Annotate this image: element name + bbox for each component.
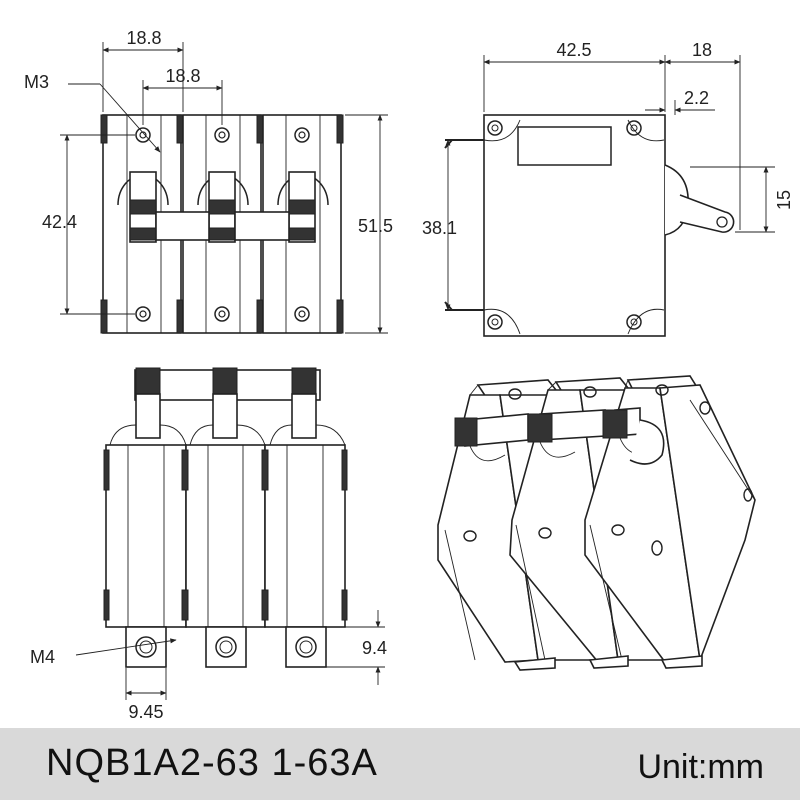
- dim-terminal-width: 9.45: [128, 702, 163, 722]
- terminal-label-m4: M4: [30, 647, 55, 667]
- side-view: 42.5 18 2.2 38.1 15: [422, 40, 794, 337]
- dim-handle-height: 15: [774, 190, 794, 210]
- dim-mount-height: 42.4: [42, 212, 77, 232]
- bottom-view: M4 9.45 9.4: [30, 367, 387, 722]
- isometric-view: [437, 375, 756, 671]
- dim-pitch-mid: 18.8: [165, 66, 200, 86]
- front-handles: [117, 171, 329, 243]
- dim-pitch-top: 18.8: [126, 28, 161, 48]
- model-label: NQB1A2-63 1-63A: [46, 742, 378, 784]
- dim-offset: 2.2: [684, 88, 709, 108]
- front-screws: [135, 127, 310, 322]
- screw-label-m3: M3: [24, 72, 49, 92]
- dim-terminal-height: 9.4: [362, 638, 387, 658]
- dim-depth: 42.5: [556, 40, 591, 60]
- technical-drawing: 18.8 18.8 M3 42.4 51.5: [24, 28, 794, 722]
- footer-bar: [0, 728, 800, 800]
- front-view: 18.8 18.8 M3 42.4 51.5: [24, 28, 393, 334]
- dim-overall-height: 51.5: [358, 216, 393, 236]
- dim-bracket-height: 38.1: [422, 218, 457, 238]
- unit-label: Unit:mm: [637, 748, 764, 786]
- dim-handle-length: 18: [692, 40, 712, 60]
